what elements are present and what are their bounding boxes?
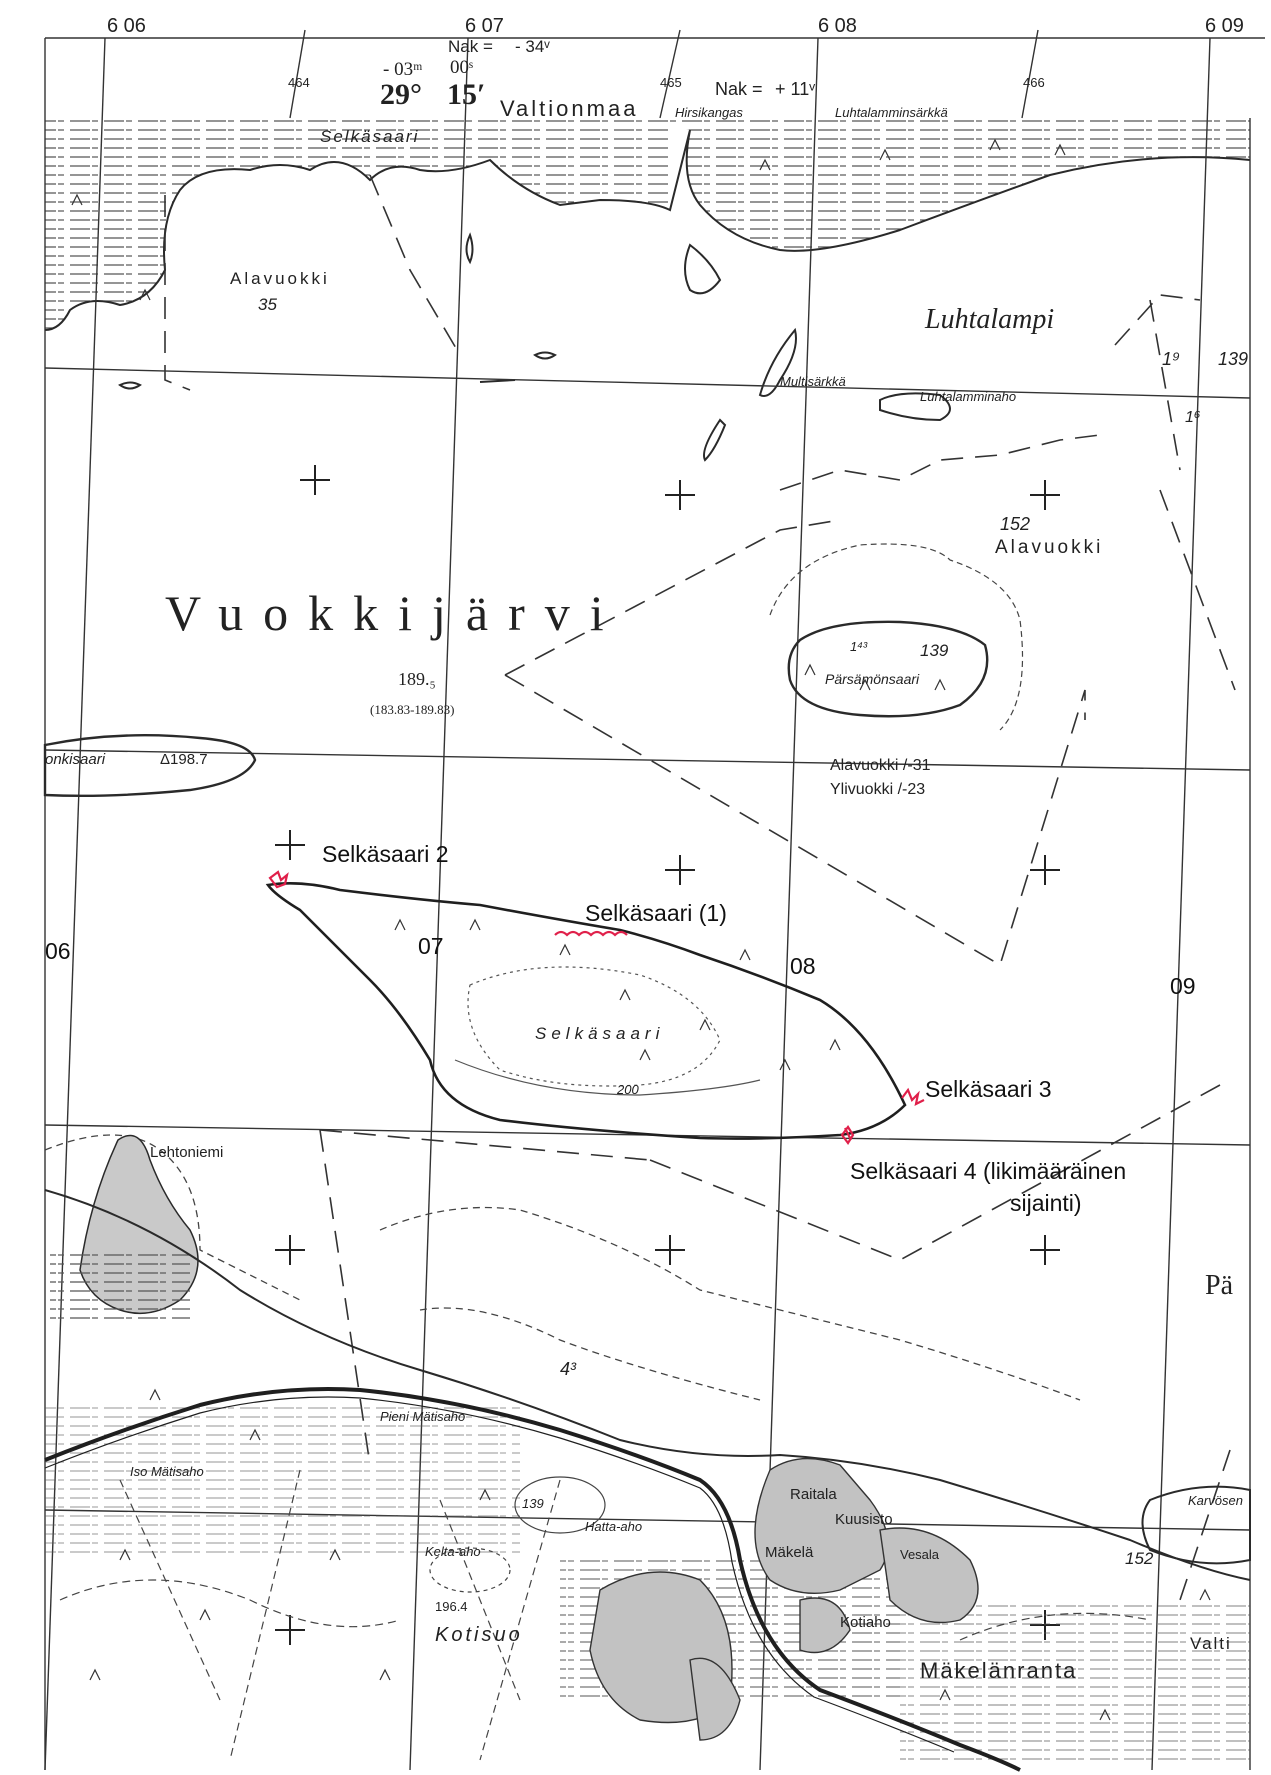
parsamonsaari-island (769, 543, 1024, 731)
number-143: 1⁴³ (850, 639, 868, 654)
kotiaho-label: Kotiaho (840, 1614, 891, 1631)
karvosen-island (1141, 1485, 1251, 1565)
nak-top-label: Nak = (448, 37, 493, 56)
luhtalampi-label: Luhtalampi (925, 304, 1055, 335)
shore-contours (44, 1134, 1081, 1401)
raitala-label: Raitala (790, 1486, 837, 1503)
site-4-marker (840, 1125, 855, 1145)
village-fields (589, 1457, 979, 1741)
grid-label-09: 09 (1170, 973, 1196, 999)
makelanranta-label: Mäkelänranta (920, 1658, 1078, 1683)
lehtoniemi-label: Lehtoniemi (150, 1144, 224, 1161)
edge-number-465: 465 (660, 75, 682, 90)
number-152-se: 152 (1125, 1549, 1154, 1568)
south-shore (44, 1189, 1251, 1760)
edge-number-464: 464 (288, 75, 310, 90)
grid-label-07: 07 (418, 933, 444, 959)
kelta-aho-label: Kelta-aho (425, 1544, 481, 1559)
top-grid-number-607: 6 07 (465, 15, 504, 37)
site-4-annotation-line1: Selkäsaari 4 (likimääräinen (850, 1158, 1127, 1184)
longitude-degrees: 29° (380, 78, 422, 111)
grid-crosses (275, 465, 1060, 1645)
site-1-annotation: Selkäsaari (1) (585, 900, 727, 926)
site-2-marker (268, 870, 289, 889)
ylivuokki-code-label: Ylivuokki /-23 (830, 781, 926, 798)
lake-name-vuokkijarvi: Vuokkijärvi (165, 585, 624, 641)
edge-number-466: 466 (1023, 75, 1045, 90)
konkisaari-island (43, 734, 257, 798)
luhtalamminsarkka-label: Luhtalamminsärkkä (835, 105, 948, 120)
time-minutes: - 03ᵐ (383, 59, 423, 80)
konkisaari-label: onkisaari (45, 751, 106, 768)
site-4-annotation-line2: sijainti) (1010, 1190, 1082, 1216)
kotisuo-label: Kotisuo (435, 1624, 523, 1646)
nak-right-label: Nak = (715, 79, 763, 99)
edge-number-139: 139 (1218, 349, 1249, 369)
north-islets (118, 232, 951, 462)
nak-right-value: + 11ᵛ (775, 79, 815, 99)
top-grid-number-609: 6 09 (1205, 15, 1244, 37)
longitude-minutes: 15′ (447, 78, 486, 111)
hatta-aho-label: Hatta-aho (585, 1519, 643, 1534)
kuusisto-label: Kuusisto (835, 1511, 893, 1528)
top-grid-number-606: 6 06 (107, 15, 146, 37)
site-3-annotation: Selkäsaari 3 (925, 1076, 1052, 1102)
valti-label: Valti (1190, 1634, 1232, 1653)
contour-200: 200 (617, 1082, 639, 1097)
grid-label-06: 06 (45, 938, 71, 964)
south-paths (59, 1469, 1151, 1761)
grid-label-08: 08 (790, 953, 816, 979)
grid-number-16: 1⁶ (1185, 409, 1201, 426)
pieni-matisaho-label: Pieni Mätisaho (380, 1409, 466, 1424)
alavuokki-ne-label: Alavuokki (995, 537, 1104, 558)
pa-edge-label: Pä (1205, 1270, 1233, 1301)
iso-matisaho-label: Iso Mätisaho (130, 1464, 204, 1479)
site-1-marker (554, 930, 628, 937)
multisarkka-label: Multisärkkä (780, 374, 846, 389)
number-152-ne: 152 (1000, 514, 1031, 534)
time-seconds: 00ˢ (450, 57, 474, 78)
alavuokki-code-label: Alavuokki /-31 (830, 757, 931, 774)
parsamonsaari-label: Pärsämönsaari (825, 671, 920, 687)
top-grid-number-608: 6 08 (818, 15, 857, 37)
site-3-marker (901, 1087, 925, 1106)
number-139-south: 139 (522, 1496, 544, 1511)
lehtoniemi-fields (50, 1134, 199, 1320)
site-markers (268, 870, 925, 1145)
lake-level: 189.₅ (398, 669, 436, 689)
selkasaari-island (265, 882, 907, 1140)
lake-level-range: (183.83-189.83) (370, 702, 455, 717)
selkasaari-island-label: Selkäsaari (535, 1024, 665, 1043)
number-139-island: 139 (920, 641, 949, 660)
railway (44, 1387, 1021, 1772)
karvosen-label: Karvösen (1188, 1493, 1243, 1508)
number-43: 4³ (560, 1359, 577, 1379)
alavuokki-nw-number: 35 (258, 295, 277, 314)
vesala-label: Vesala (900, 1547, 940, 1562)
nak-top-value: - 34ᵛ (515, 37, 550, 56)
makela-label: Mäkelä (765, 1544, 814, 1561)
hirsikangas-label: Hirsikangas (675, 105, 743, 120)
hill-contours (429, 1476, 606, 1593)
height-196: 196.4 (435, 1599, 468, 1614)
forest-symbols (71, 138, 1211, 1721)
state-land-label: Valtionmaa (500, 96, 639, 121)
selkasaari-north-label: Selkäsaari (320, 127, 420, 146)
alavuokki-nw-label: Alavuokki (230, 269, 330, 288)
luhtalamminaho-label: Luhtalamminaho (920, 389, 1017, 404)
site-2-annotation: Selkäsaari 2 (322, 841, 449, 867)
grid-number-19: 1⁹ (1162, 349, 1181, 369)
konkisaari-height: Δ198.7 (160, 751, 208, 768)
